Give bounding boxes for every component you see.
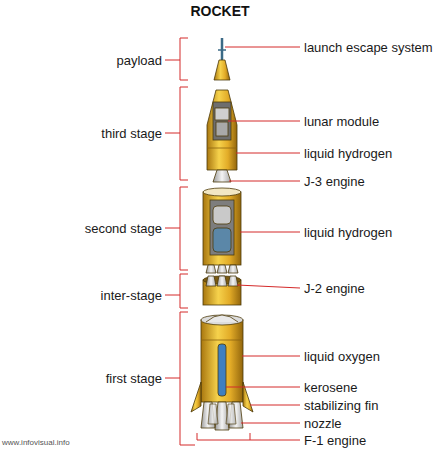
part-label: launch escape system — [304, 40, 433, 55]
part-label: first stage — [106, 371, 162, 386]
part-label: second stage — [85, 221, 162, 236]
part-label: J-2 engine — [304, 281, 365, 296]
part-label: stabilizing fin — [304, 398, 378, 413]
part-label: inter-stage — [101, 288, 162, 303]
part-label: liquid hydrogen — [304, 146, 392, 161]
part-label: nozzle — [304, 416, 342, 431]
part-label: payload — [116, 53, 162, 68]
part-label: lunar module — [304, 114, 379, 129]
part-label: J-3 engine — [304, 174, 365, 189]
watermark: www.infovisual.info — [2, 438, 70, 448]
part-label: F-1 engine — [304, 433, 366, 448]
diagram-title: ROCKET — [190, 3, 249, 19]
part-label: third stage — [101, 126, 162, 141]
part-label: kerosene — [304, 380, 357, 395]
part-label: liquid oxygen — [304, 349, 380, 364]
part-label: liquid hydrogen — [304, 225, 392, 240]
